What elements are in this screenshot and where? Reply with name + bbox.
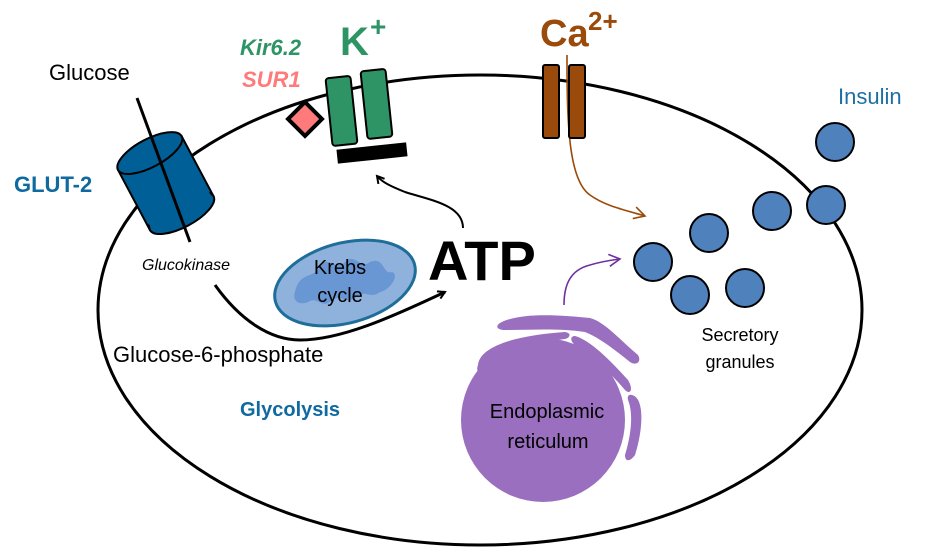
glucose-label: Glucose xyxy=(49,60,130,85)
er-label-line1: Endoplasmic xyxy=(490,401,605,423)
glucose-transport-line xyxy=(135,97,192,243)
sur1-subunit xyxy=(285,99,325,139)
insulin-molecules xyxy=(806,122,855,225)
kir62-channel xyxy=(324,68,408,164)
insulin-granule xyxy=(815,122,855,162)
calcium-channel xyxy=(542,64,586,139)
kir62-label: Kir6.2 xyxy=(240,35,302,60)
er-cisterna xyxy=(625,394,642,461)
granule xyxy=(670,275,710,315)
granules-label-line2: granules xyxy=(705,352,774,372)
atp-to-katp-arrow xyxy=(377,176,464,229)
potassium-ion-label: K xyxy=(340,20,369,64)
glucokinase-label: Glucokinase xyxy=(142,257,230,274)
potassium-charge: + xyxy=(370,11,386,42)
calcium-influx-arrow xyxy=(566,54,647,220)
glycolysis-arrow xyxy=(213,284,445,342)
glut2-transporter xyxy=(116,131,216,236)
atp-label: ATP xyxy=(428,229,536,292)
insulin-granule xyxy=(806,185,846,225)
granule xyxy=(633,242,673,282)
mitochondrion: Krebs cycle xyxy=(273,238,417,328)
granules-label-line1: Secretory xyxy=(701,325,778,345)
glycolysis-label: Glycolysis xyxy=(240,399,340,421)
er-cisterna xyxy=(477,332,570,373)
granule xyxy=(689,213,729,253)
er-cisterna xyxy=(571,336,632,392)
glut2-label: GLUT-2 xyxy=(14,172,92,197)
krebs-label-line2: cycle xyxy=(317,285,363,307)
endoplasmic-reticulum: Endoplasmic reticulum xyxy=(461,315,642,502)
sur1-label: SUR1 xyxy=(242,67,301,92)
granule xyxy=(725,268,765,308)
calcium-ion-label: Ca xyxy=(540,13,589,55)
mitochondrion-cristae xyxy=(294,258,395,304)
insulin-label: Insulin xyxy=(838,84,902,109)
er-to-granules-arrow xyxy=(563,253,622,306)
granule-exocytosis xyxy=(752,191,792,231)
calcium-charge: 2+ xyxy=(588,6,618,36)
g6p-label: Glucose-6-phosphate xyxy=(113,342,323,367)
secretory-granules xyxy=(633,191,792,315)
er-nucleus-body xyxy=(461,338,625,502)
krebs-label-line1: Krebs xyxy=(314,257,366,279)
er-label-line2: reticulum xyxy=(507,431,588,453)
cell-membrane xyxy=(96,73,864,547)
katp-closing-bar xyxy=(336,142,408,164)
er-cisterna xyxy=(497,315,640,364)
